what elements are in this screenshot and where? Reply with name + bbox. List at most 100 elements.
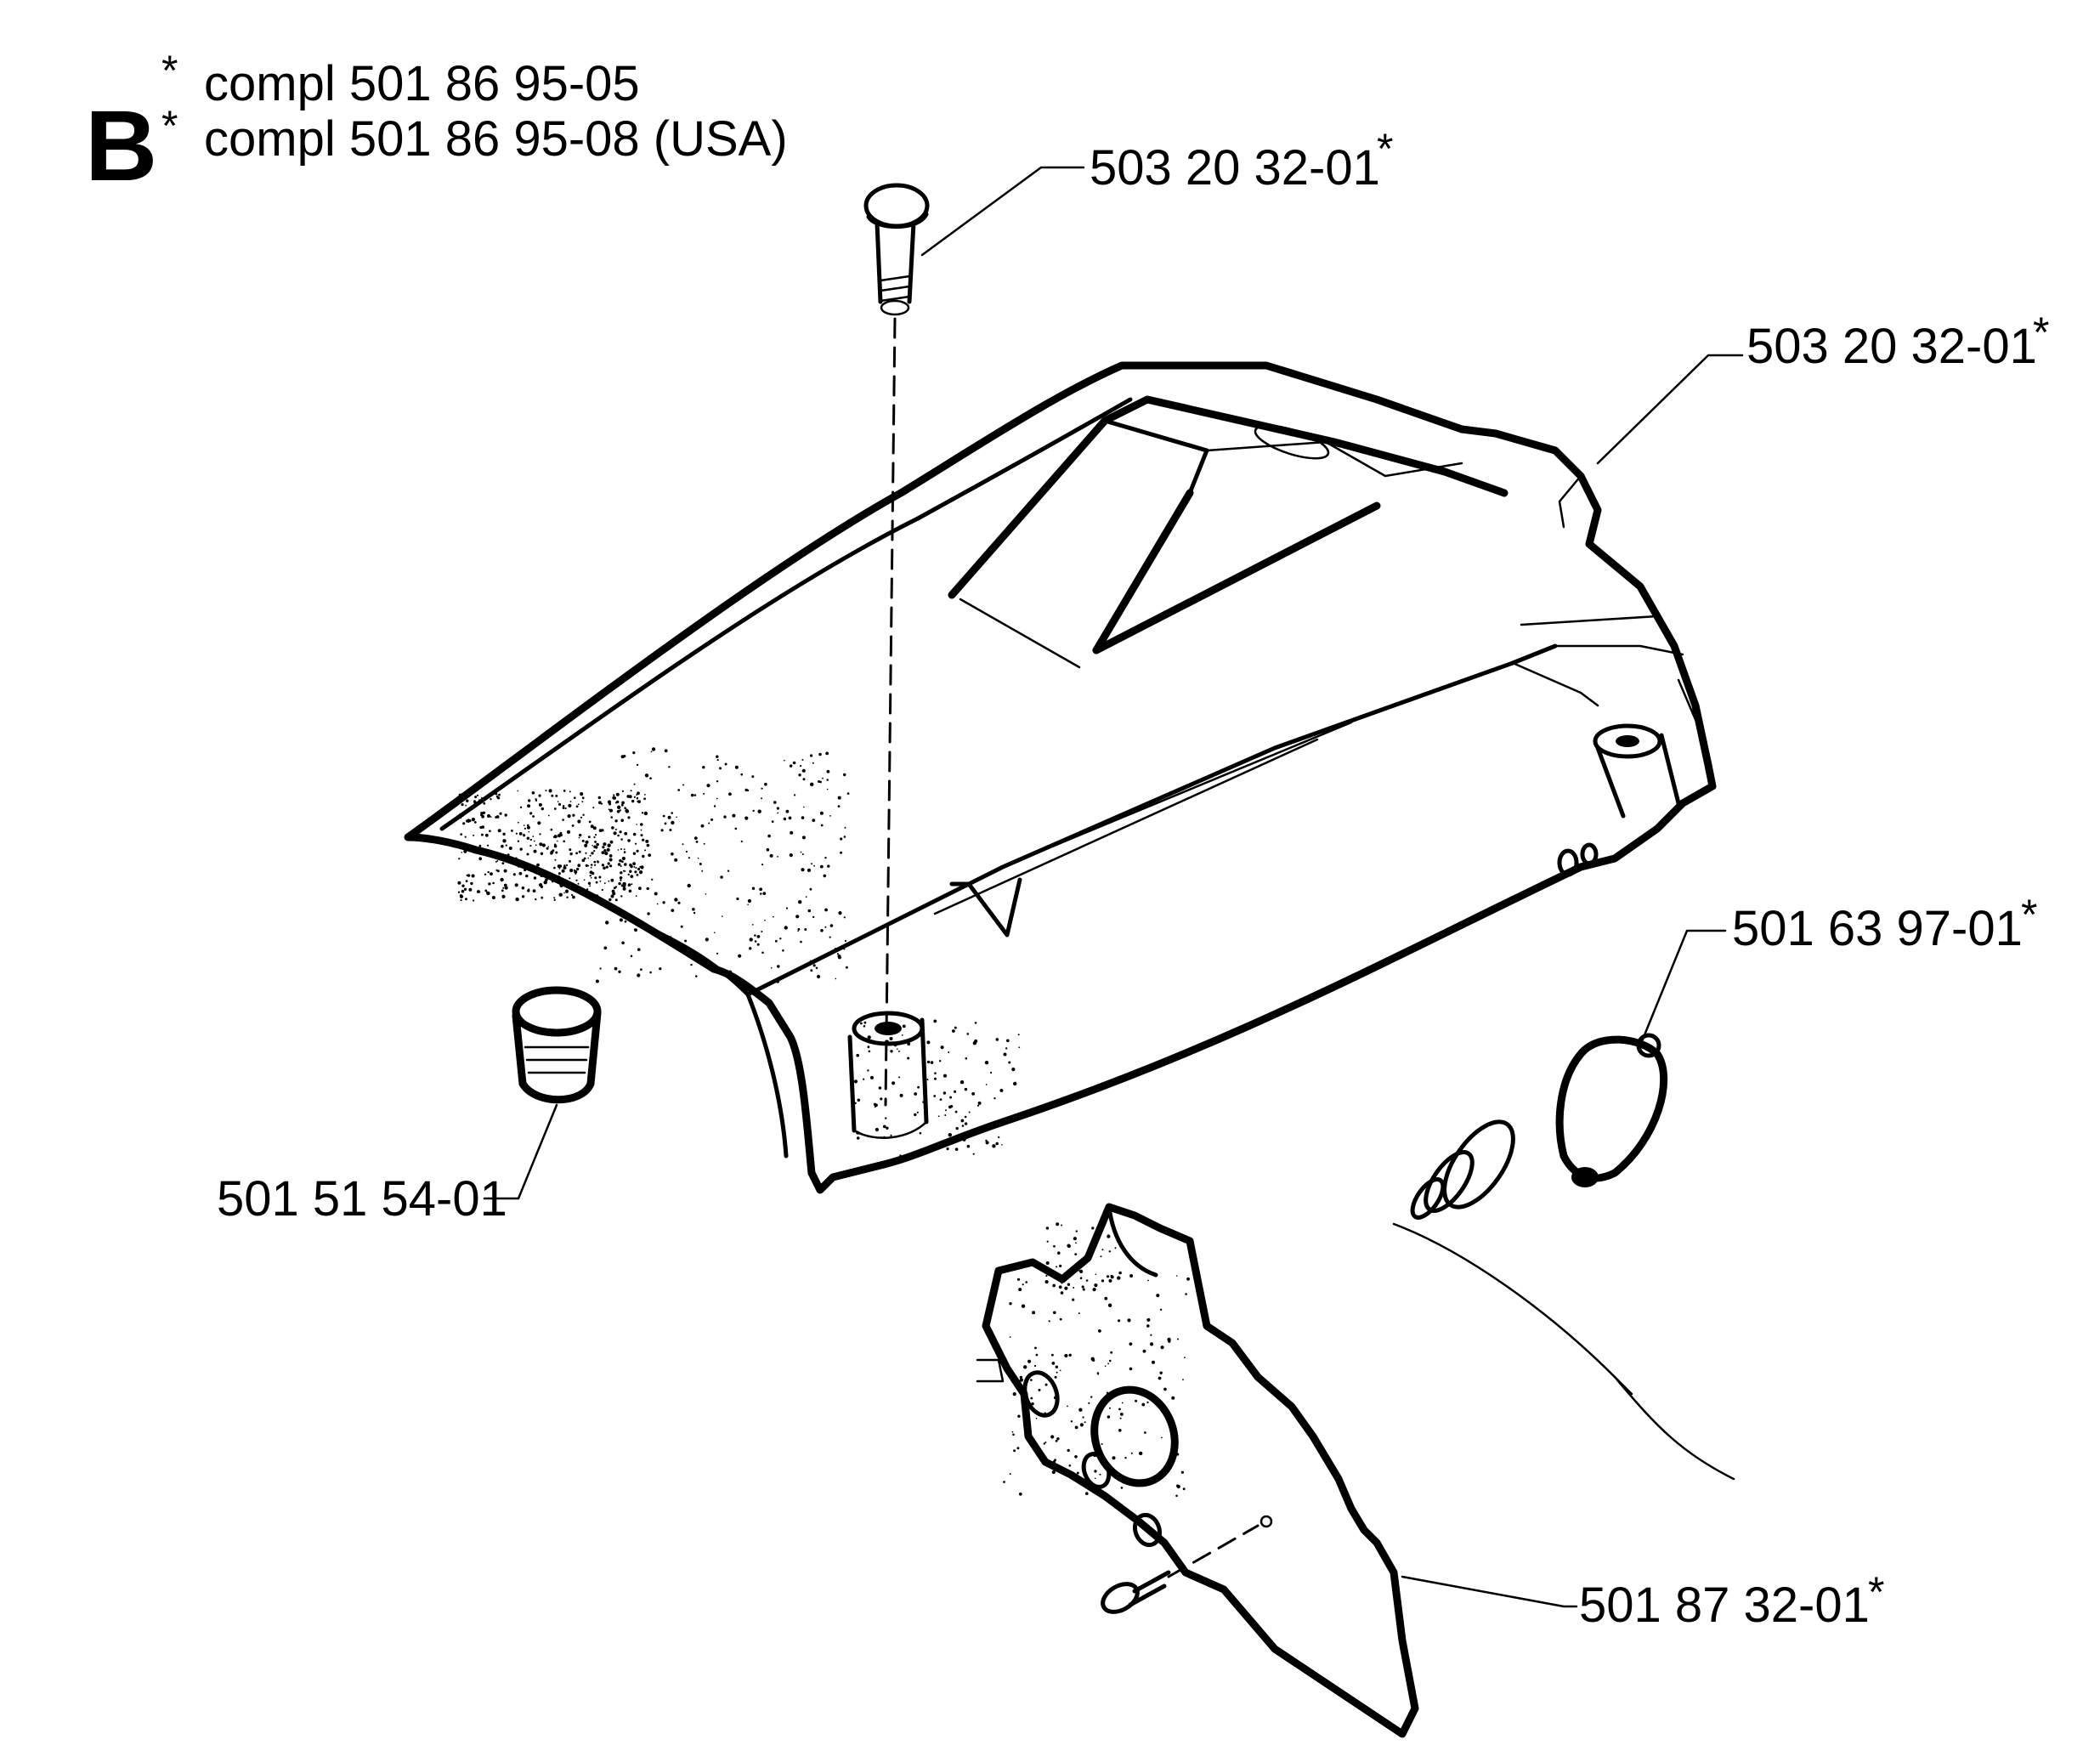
- stipple-dot: [471, 874, 475, 878]
- stipple-dot: [1156, 1294, 1160, 1298]
- stipple-dot: [680, 925, 683, 928]
- stipple-dot: [635, 867, 637, 869]
- cylinder-cover-drawing: [404, 361, 1717, 1194]
- stipple-dot: [551, 794, 554, 797]
- stipple-dot: [856, 1053, 859, 1057]
- stipple-dot: [577, 819, 581, 824]
- stipple-dot: [863, 1025, 866, 1028]
- stipple-dot: [1120, 1413, 1124, 1416]
- stipple-dot: [940, 1045, 944, 1050]
- stipple-dot: [789, 853, 793, 858]
- stipple-dot: [629, 870, 632, 873]
- stipple-dot: [488, 882, 491, 886]
- stipple-dot: [1095, 1273, 1097, 1276]
- stipple-dot: [885, 1117, 887, 1119]
- stipple-dot: [664, 935, 668, 939]
- stipple-dot: [1129, 1367, 1133, 1371]
- stipple-dot: [480, 796, 483, 799]
- stipple-dot: [486, 891, 490, 896]
- stipple-dot: [1067, 1405, 1068, 1408]
- stipple-dot: [1017, 1112, 1021, 1115]
- stipple-dot: [819, 864, 824, 869]
- stipple-dot: [738, 954, 742, 958]
- stipple-dot: [603, 842, 607, 847]
- stipple-dot: [1031, 1402, 1034, 1406]
- stipple-dot: [948, 1133, 953, 1137]
- stipple-dot: [1073, 1237, 1077, 1241]
- stipple-dot: [1109, 1407, 1111, 1409]
- stipple-dot: [1017, 1414, 1021, 1418]
- stipple-dot: [491, 896, 495, 899]
- stipple-dot: [1159, 1308, 1163, 1312]
- stipple-dot: [627, 817, 630, 819]
- stipple-dot: [528, 830, 530, 833]
- stipple-dot: [648, 853, 652, 857]
- stipple-dot: [662, 901, 665, 904]
- stipple-dot: [942, 1074, 948, 1078]
- plug-drawing: [512, 986, 602, 1104]
- stipple-dot: [1059, 1264, 1062, 1267]
- part-marker-heat-shield: *: [1868, 1568, 1884, 1616]
- stipple-dot: [595, 881, 598, 884]
- stipple-dot: [532, 815, 535, 818]
- stipple-dot: [751, 887, 756, 890]
- stipple-dot: [608, 854, 613, 858]
- stipple-dot: [525, 874, 529, 878]
- stipple-dot: [1034, 1364, 1037, 1368]
- stipple-dot: [1067, 1448, 1070, 1453]
- stipple-dot: [553, 897, 556, 899]
- stipple-dot: [1118, 1319, 1121, 1323]
- stipple-dot: [465, 880, 468, 882]
- stipple-dot: [594, 876, 597, 880]
- stipple-dot: [477, 890, 480, 893]
- stipple-dot: [619, 918, 623, 922]
- stipple-dot: [624, 870, 626, 872]
- stipple-dot: [835, 977, 837, 980]
- stipple-dot: [563, 790, 566, 792]
- stipple-dot: [541, 843, 546, 847]
- stipple-dot: [524, 869, 527, 872]
- stipple-dot: [840, 837, 843, 841]
- stipple-dot: [964, 1087, 968, 1091]
- stipple-dot: [483, 802, 486, 805]
- stipple-dot: [1044, 1280, 1049, 1284]
- stipple-dot: [487, 814, 490, 818]
- stipple-dot: [1079, 1423, 1084, 1427]
- stipple-dot: [578, 836, 580, 839]
- stipple-dot: [533, 840, 535, 842]
- stipple-dot: [496, 860, 499, 862]
- stipple-dot: [883, 1136, 886, 1139]
- stipple-dot: [706, 784, 710, 788]
- stipple-dot: [1048, 1320, 1050, 1323]
- stipple-dot: [1018, 1288, 1022, 1292]
- stipple-dot: [557, 840, 558, 842]
- part-marker-cover-bracket: *: [2021, 891, 2037, 938]
- stipple-dot: [954, 1090, 957, 1093]
- stipple-dot: [907, 1057, 910, 1060]
- stipple-dot: [629, 863, 632, 867]
- stipple-dot: [565, 864, 569, 867]
- stipple-dot: [1101, 1279, 1105, 1283]
- stipple-dot: [597, 860, 599, 863]
- stipple-dot: [586, 888, 589, 891]
- stipple-dot: [990, 1071, 993, 1074]
- stipple-dot: [508, 847, 512, 850]
- stipple-dot: [1118, 1429, 1122, 1432]
- stipple-dot: [1003, 1052, 1007, 1057]
- stipple-dot: [995, 1038, 999, 1041]
- stipple-dot: [598, 829, 603, 832]
- stipple-dot: [538, 794, 541, 797]
- stipple-dot: [766, 847, 770, 852]
- stipple-dot: [476, 794, 479, 796]
- stipple-dot: [1186, 1277, 1190, 1281]
- stipple-dot: [473, 800, 476, 802]
- stipple-dot: [722, 972, 726, 976]
- stipple-dot: [540, 885, 544, 888]
- stipple-dot: [609, 864, 613, 868]
- stipple-dot: [503, 883, 507, 887]
- stipple-dot: [1129, 1274, 1134, 1278]
- stipple-dot: [700, 824, 705, 828]
- stipple-dot: [811, 863, 813, 865]
- stipple-dot: [518, 832, 523, 836]
- stipple-dot: [1085, 1492, 1089, 1495]
